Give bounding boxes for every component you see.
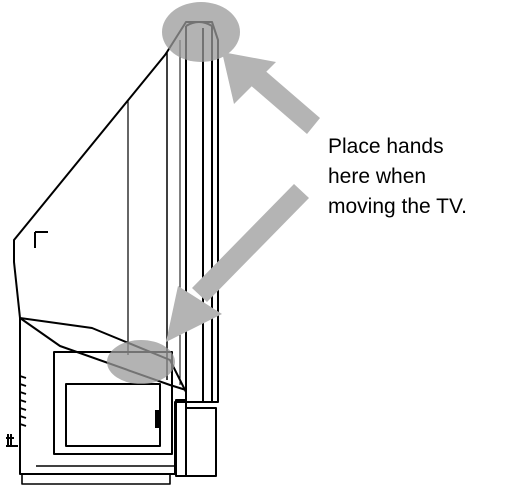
caption-line-1: Place hands <box>328 135 444 158</box>
arrow-icon-upper-head <box>222 52 276 104</box>
tv-cabinet <box>6 21 219 485</box>
side-ribs <box>19 375 27 427</box>
grip-zone-icon <box>107 340 175 384</box>
back-ledge <box>34 231 48 248</box>
front-lower-block <box>185 407 217 477</box>
arrow-icon <box>166 52 320 342</box>
arrow-icon-upper-shaft <box>249 68 320 134</box>
caption-line-3: moving the TV. <box>328 195 467 218</box>
caption-line-2: here when <box>328 165 427 188</box>
grip-zone-icon <box>162 2 240 62</box>
instruction-caption: Place hands here when moving the TV. <box>328 132 506 222</box>
front-lower-side <box>175 399 187 477</box>
access-panel-inner <box>65 383 161 447</box>
arrow-icon-lower-head <box>166 286 222 342</box>
arrow-icon-lower-shaft <box>192 184 309 302</box>
rear-cover-outline <box>13 21 219 403</box>
side-connector <box>6 434 18 447</box>
base-foot <box>21 474 171 485</box>
base-stand <box>19 318 186 475</box>
